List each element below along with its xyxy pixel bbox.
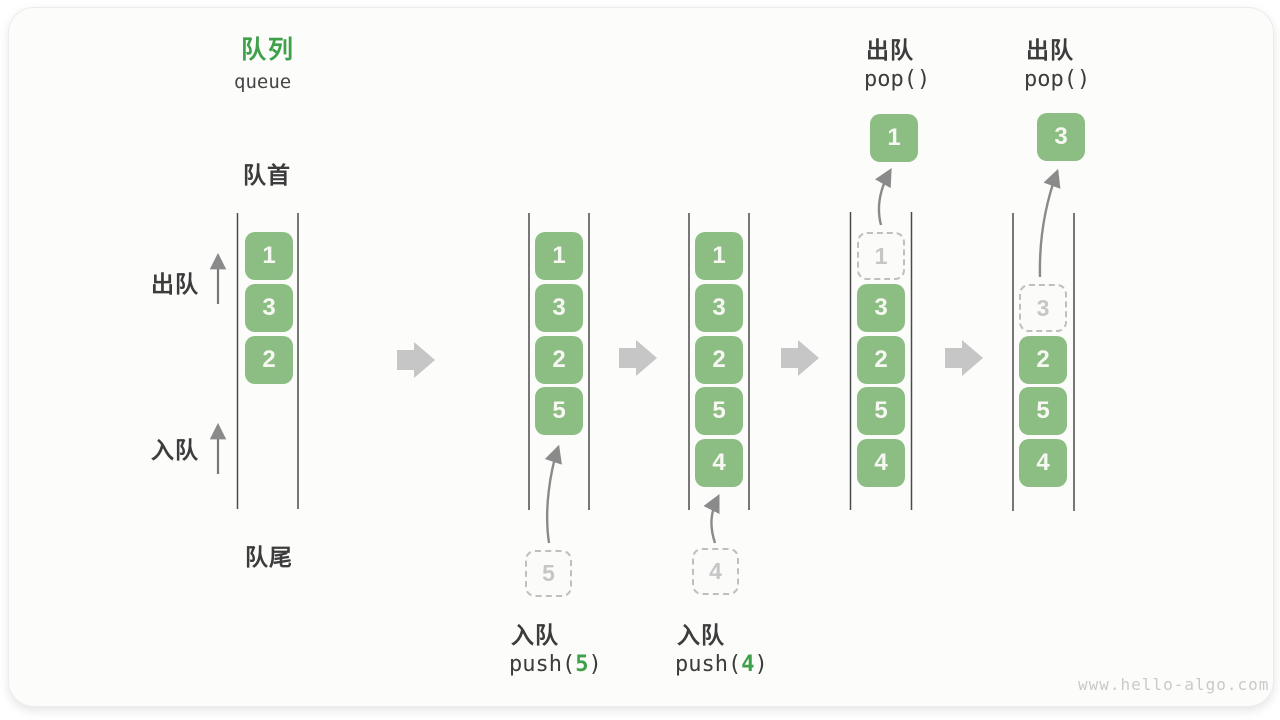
code-prefix: push( bbox=[675, 652, 742, 677]
label-queue-front: 队首 bbox=[243, 162, 291, 188]
queue-element: 1 bbox=[535, 232, 583, 280]
incoming-element-ghost: 4 bbox=[692, 548, 739, 595]
queue-element: 3 bbox=[857, 284, 905, 332]
label-queue-rear: 队尾 bbox=[245, 544, 293, 570]
operation-code: push(4) bbox=[675, 652, 768, 677]
push-4-arrow bbox=[703, 493, 720, 544]
queue-element: 4 bbox=[1019, 439, 1067, 487]
queue-element: 3 bbox=[535, 284, 583, 332]
queue-element: 2 bbox=[695, 336, 743, 384]
transition-arrow-icon bbox=[945, 340, 983, 376]
queue-element: 2 bbox=[245, 336, 293, 384]
operation-action-label: 出队 bbox=[1026, 37, 1074, 63]
queue-element: 4 bbox=[695, 439, 743, 487]
label-enqueue: 入队 bbox=[151, 437, 199, 463]
push-5-arrow bbox=[544, 444, 562, 544]
transition-arrow-icon bbox=[619, 340, 657, 376]
transition-arrow-icon bbox=[397, 342, 435, 378]
queue-element: 4 bbox=[857, 439, 905, 487]
pop-3-arrow bbox=[1038, 168, 1061, 278]
queue-element: 1 bbox=[695, 232, 743, 280]
queue-element: 2 bbox=[1019, 336, 1067, 384]
code-argument: 5 bbox=[575, 652, 589, 677]
operation-action-label: 入队 bbox=[511, 622, 559, 648]
operation-code: pop() bbox=[1024, 67, 1091, 92]
queue-element: 2 bbox=[857, 336, 905, 384]
code-suffix: ) bbox=[754, 652, 768, 677]
code-prefix: push( bbox=[509, 652, 576, 677]
watermark: www.hello-algo.com bbox=[1078, 675, 1270, 694]
queue-element: 2 bbox=[535, 336, 583, 384]
page-subtitle: queue bbox=[234, 71, 292, 93]
transition-arrow-icon bbox=[781, 340, 819, 376]
removed-element-ghost: 1 bbox=[857, 232, 905, 280]
code-argument: 4 bbox=[741, 652, 755, 677]
operation-action-label: 出队 bbox=[866, 37, 914, 63]
queue-element: 5 bbox=[857, 387, 905, 435]
operation-code: pop() bbox=[864, 67, 931, 92]
queue-element: 1 bbox=[245, 232, 293, 280]
pop-1-arrow bbox=[874, 168, 892, 226]
queue-element: 3 bbox=[695, 284, 743, 332]
popped-element: 1 bbox=[870, 114, 918, 162]
label-dequeue: 出队 bbox=[151, 271, 199, 297]
code-suffix: ) bbox=[588, 652, 602, 677]
operation-action-label: 入队 bbox=[677, 622, 725, 648]
queue-element: 5 bbox=[535, 387, 583, 435]
queue-element: 3 bbox=[245, 284, 293, 332]
queue-element: 5 bbox=[1019, 387, 1067, 435]
removed-element-ghost: 3 bbox=[1019, 284, 1067, 332]
queue-element: 5 bbox=[695, 387, 743, 435]
popped-element: 3 bbox=[1037, 113, 1085, 161]
operation-code: push(5) bbox=[509, 652, 602, 677]
page-title: 队列 bbox=[241, 36, 296, 64]
incoming-element-ghost: 5 bbox=[525, 550, 572, 597]
